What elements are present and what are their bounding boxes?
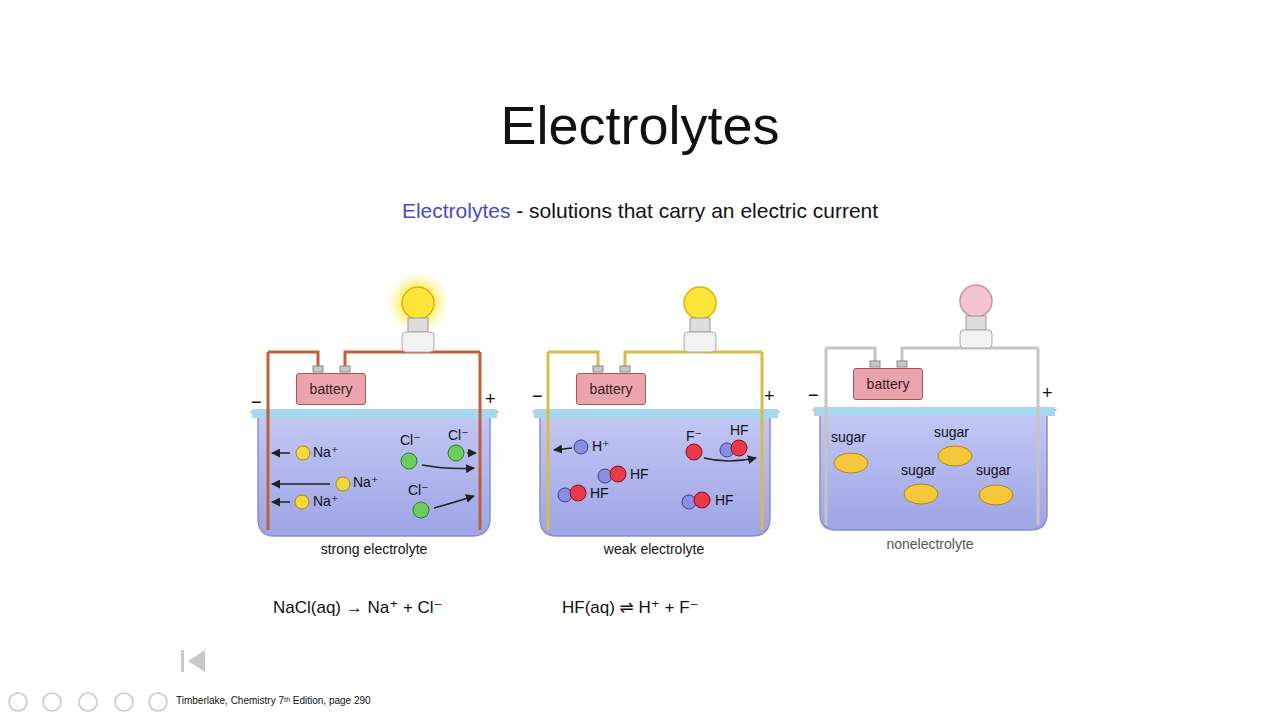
- molecule-label: HF: [590, 485, 609, 501]
- ion-label: Cl⁻: [448, 427, 469, 443]
- battery-label: battery: [584, 377, 639, 401]
- ion-label: Na⁺: [313, 493, 338, 509]
- molecule-label: sugar: [901, 462, 936, 478]
- ion-label: Na⁺: [353, 474, 378, 490]
- battery-box: battery: [853, 368, 923, 400]
- subtitle-line: Electrolytes - solutions that carry an e…: [0, 199, 1280, 223]
- beaker-caption: strong electrolyte: [321, 541, 428, 557]
- polarity-sign: −: [532, 386, 543, 407]
- molecule-label: HF: [715, 492, 734, 508]
- battery-box: battery: [296, 373, 366, 405]
- battery-terminal: [313, 361, 907, 372]
- beaker-caption: weak electrolyte: [604, 541, 704, 557]
- definition: - solutions that carry an electric curre…: [516, 199, 878, 222]
- battery-label: battery: [304, 377, 359, 401]
- polarity-sign: −: [251, 392, 262, 413]
- equation: HF(aq) ⇌ H⁺ + F⁻: [562, 598, 699, 618]
- molecule-label: HF: [630, 466, 649, 482]
- polarity-sign: +: [485, 389, 496, 410]
- slide-navigation: [9, 650, 205, 711]
- polarity-sign: −: [808, 385, 819, 406]
- battery-box: battery: [576, 373, 646, 405]
- beaker: [534, 287, 778, 536]
- ion-label: F⁻: [686, 428, 702, 444]
- beaker: [252, 271, 497, 536]
- battery-label: battery: [861, 372, 916, 396]
- term: Electrolytes: [402, 199, 511, 222]
- ion-label: Cl⁻: [400, 432, 421, 448]
- molecule-label: sugar: [976, 462, 1011, 478]
- polarity-sign: +: [1042, 383, 1053, 404]
- molecule-label: HF: [730, 422, 749, 438]
- polarity-sign: +: [764, 386, 775, 407]
- slide-title: Electrolytes: [0, 94, 1280, 156]
- beaker-caption: nonelectrolyte: [886, 536, 973, 552]
- citation: Timberlake, Chemistry 7ᵗʰ Edition, page …: [176, 695, 371, 707]
- equation: NaCl(aq) → Na⁺ + Cl⁻: [273, 598, 443, 618]
- beaker: [814, 285, 1055, 530]
- molecule-label: sugar: [934, 424, 969, 440]
- ion-label: Cl⁻: [408, 482, 429, 498]
- molecule-label: sugar: [831, 429, 866, 445]
- ion-label: H⁺: [592, 438, 610, 454]
- ion-label: Na⁺: [313, 444, 338, 460]
